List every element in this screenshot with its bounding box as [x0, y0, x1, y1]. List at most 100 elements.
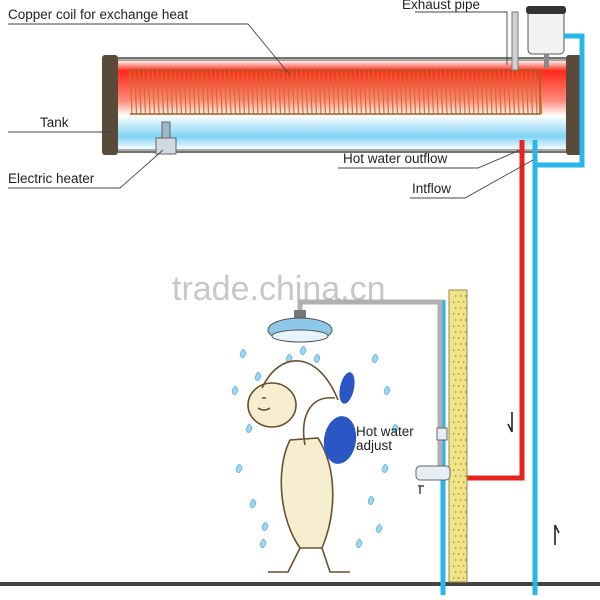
label-electric-heater: Electric heater	[8, 171, 95, 186]
wall-dot	[464, 319, 467, 321]
water-drop	[261, 522, 269, 531]
wall-dot	[457, 349, 460, 351]
water-drop	[235, 464, 243, 473]
wall-dot	[457, 529, 460, 531]
coil-turn	[151, 69, 156, 115]
coil-turn	[457, 69, 462, 115]
wall-dot	[462, 397, 465, 399]
wall-dot	[454, 319, 457, 321]
coil-turn	[358, 69, 363, 115]
coil-turn	[187, 69, 192, 115]
watermark: trade.china.cn	[172, 270, 386, 308]
coil-turn	[228, 69, 232, 115]
wall-dot	[452, 349, 455, 351]
coil-turn	[417, 69, 421, 115]
wall-dot	[464, 475, 467, 477]
wall-dot	[462, 529, 465, 531]
wall-dot	[454, 427, 457, 429]
shower-head	[267, 310, 333, 343]
wall-dot	[452, 565, 455, 567]
wall-dot	[462, 517, 465, 519]
wall-dot	[457, 577, 460, 579]
heater-base	[155, 137, 177, 155]
wall-dot	[452, 457, 455, 459]
wall-dot	[459, 355, 462, 357]
wall-dot	[452, 385, 455, 387]
wall-dot	[462, 313, 465, 315]
water-drop	[249, 499, 257, 508]
wall-dot	[459, 499, 462, 501]
wall-dot	[452, 313, 455, 315]
coil-turn	[246, 69, 250, 115]
shower-pipe	[297, 299, 443, 470]
wall-dot	[459, 391, 462, 393]
coil-turn	[237, 69, 241, 115]
coil-turn	[142, 69, 147, 115]
coil-turn	[511, 69, 516, 115]
wall-dot	[457, 325, 460, 327]
coil-turn	[349, 69, 354, 115]
wall-dot	[462, 301, 465, 303]
wall-dot	[459, 439, 462, 441]
water-drop	[381, 464, 389, 473]
wall-dot	[454, 463, 457, 465]
wall-dot	[459, 559, 462, 561]
coil-turn	[480, 69, 484, 115]
coil-turn	[295, 69, 300, 115]
wall-dot	[452, 445, 455, 447]
coil-turn	[435, 69, 439, 115]
coil-turn	[489, 69, 493, 115]
coil-turn	[376, 69, 381, 115]
coil-turn	[214, 69, 219, 115]
wall-dot	[464, 415, 467, 417]
coil-turn	[232, 69, 237, 115]
exhaust-assembly	[511, 6, 566, 71]
wall-dot	[464, 295, 467, 297]
water-drop	[245, 424, 253, 433]
wall-dot	[454, 559, 457, 561]
coil-turn	[160, 69, 165, 115]
wall-dot	[464, 331, 467, 333]
coil-turn	[448, 69, 453, 115]
wall-dot	[464, 355, 467, 357]
coil-turn	[498, 69, 502, 115]
wall-dot	[459, 523, 462, 525]
wall-dot	[459, 331, 462, 333]
tank-end-right	[566, 55, 582, 155]
wall-dot	[462, 457, 465, 459]
wall-dot	[457, 493, 460, 495]
wall-dot	[454, 403, 457, 405]
coil-turn	[475, 69, 480, 115]
coil-turn	[421, 69, 426, 115]
coil-turn	[412, 69, 417, 115]
wall-dot	[459, 571, 462, 573]
wall-dot	[459, 343, 462, 345]
coil-turn	[340, 69, 345, 115]
coil-turn	[385, 69, 390, 115]
wall-dot	[459, 547, 462, 549]
wall-dot	[459, 379, 462, 381]
label-exhaust-pipe: Exhaust pipe	[402, 0, 480, 12]
coil-turn	[408, 69, 412, 115]
coil-turn	[196, 69, 201, 115]
coil-turn	[327, 69, 331, 115]
brush-handle	[339, 372, 355, 404]
wall-dot	[462, 421, 465, 423]
water-drop	[259, 539, 267, 548]
leader-hot-outflow	[338, 149, 521, 169]
hot-water-valve	[415, 427, 451, 494]
coil-turn	[178, 69, 183, 115]
wall-dot	[452, 361, 455, 363]
wall-dot	[454, 295, 457, 297]
wall-dot	[462, 469, 465, 471]
wall-dot	[454, 523, 457, 525]
wall-dot	[452, 541, 455, 543]
wall-dot	[459, 403, 462, 405]
wall-dot	[452, 577, 455, 579]
wall-dot	[457, 481, 460, 483]
wall-dot	[464, 391, 467, 393]
exhaust-pipe	[511, 11, 519, 71]
wall-dot	[464, 403, 467, 405]
water-drop	[254, 372, 262, 381]
wall-dot	[462, 349, 465, 351]
